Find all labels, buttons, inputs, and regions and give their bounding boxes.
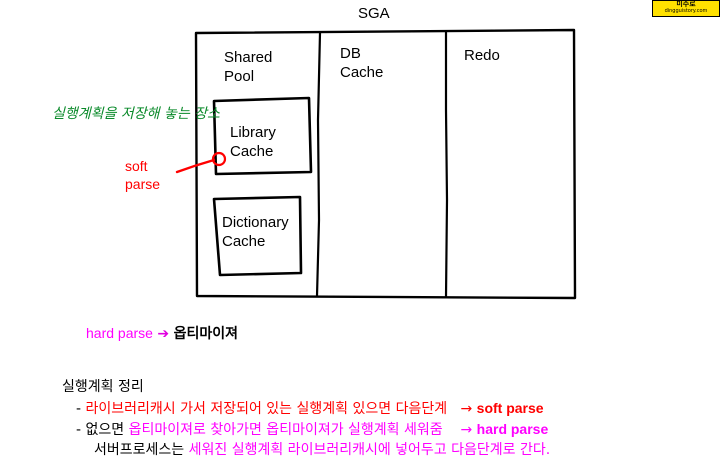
soft-parse-line1: soft — [125, 158, 148, 174]
hard-parse-row: hard parse ➔ 옵티마이져 — [86, 323, 238, 344]
divider-db-redo — [444, 32, 449, 298]
db-cache-line2: Cache — [340, 64, 384, 81]
db-cache-line1: DB — [340, 45, 361, 62]
logo-top-text: 미주로 — [676, 0, 696, 8]
soft-parse-pointer — [175, 158, 216, 174]
divider-shared-db — [315, 32, 322, 297]
dictionary-cache-line2: Cache — [222, 233, 266, 250]
shared-pool-label: Shared Pool — [224, 48, 272, 86]
soft-parse-line2: parse — [125, 176, 161, 192]
bullet-2-result: hard parse — [476, 421, 549, 437]
shared-pool-line1: Shared — [224, 49, 273, 66]
sga-title: SGA — [358, 5, 390, 22]
bullet-1-result: soft parse — [476, 400, 544, 416]
notes-line-3: 서버프로세스는 세워진 실행계획 라이브러리캐시에 넣어두고 다음단계로 간다. — [94, 440, 550, 461]
dictionary-cache-box — [212, 195, 303, 277]
shared-pool-line2: Pool — [224, 68, 255, 85]
sga-outer-box — [194, 28, 577, 300]
dictionary-cache-line1: Dictionary — [222, 214, 289, 231]
redo-label: Redo — [464, 47, 500, 64]
site-logo: 미주로 dingguistory.com — [652, 0, 720, 17]
notes-bullet-1: - 라이브러리캐시 가서 저장되어 있는 실행계획 있으면 다음단계 → sof… — [76, 398, 544, 420]
bullet-2-prefix: 없으면 — [85, 422, 125, 438]
optimizer-label: 옵티마이져 — [173, 326, 238, 342]
library-cache-line2: Cache — [230, 143, 274, 160]
bullet-2-dash: - — [76, 422, 82, 438]
hard-parse-arrow: ➔ — [157, 326, 170, 342]
bullet-2-text: 옵티마이져로 찾아가면 옵티마이져가 실행계획 세워줌 — [128, 422, 443, 438]
soft-parse-label: soft parse — [125, 157, 160, 193]
line-3-text: 세워진 실행계획 라이브러리캐시에 넣어두고 다음단계로 간다. — [188, 442, 551, 458]
library-cache-box — [212, 96, 313, 176]
logo-bottom-text: dingguistory.com — [664, 8, 708, 14]
library-cache-line1: Library — [230, 124, 276, 141]
bullet-1-arrow: → — [460, 401, 473, 417]
plan-storage-annotation: 실행계획을 저장해 놓는 장소 — [52, 106, 220, 122]
bullet-1-text: 라이브러리캐시 가서 저장되어 있는 실행계획 있으면 다음단계 — [85, 401, 448, 417]
hard-parse-label: hard parse — [86, 325, 153, 341]
bullet-2-arrow: → — [460, 422, 473, 438]
dictionary-cache-label: Dictionary Cache — [222, 213, 289, 251]
notes-heading: 실행계획 정리 — [62, 379, 144, 395]
line-3-prefix: 서버프로세스는 — [94, 442, 185, 458]
db-cache-label: DB Cache — [340, 44, 383, 82]
bullet-1-dash: - — [76, 401, 82, 417]
notes-bullet-2: - 없으면 옵티마이져로 찾아가면 옵티마이져가 실행계획 세워줌 → hard… — [76, 419, 548, 441]
soft-parse-circle — [211, 151, 227, 167]
library-cache-label: Library Cache — [230, 123, 276, 161]
